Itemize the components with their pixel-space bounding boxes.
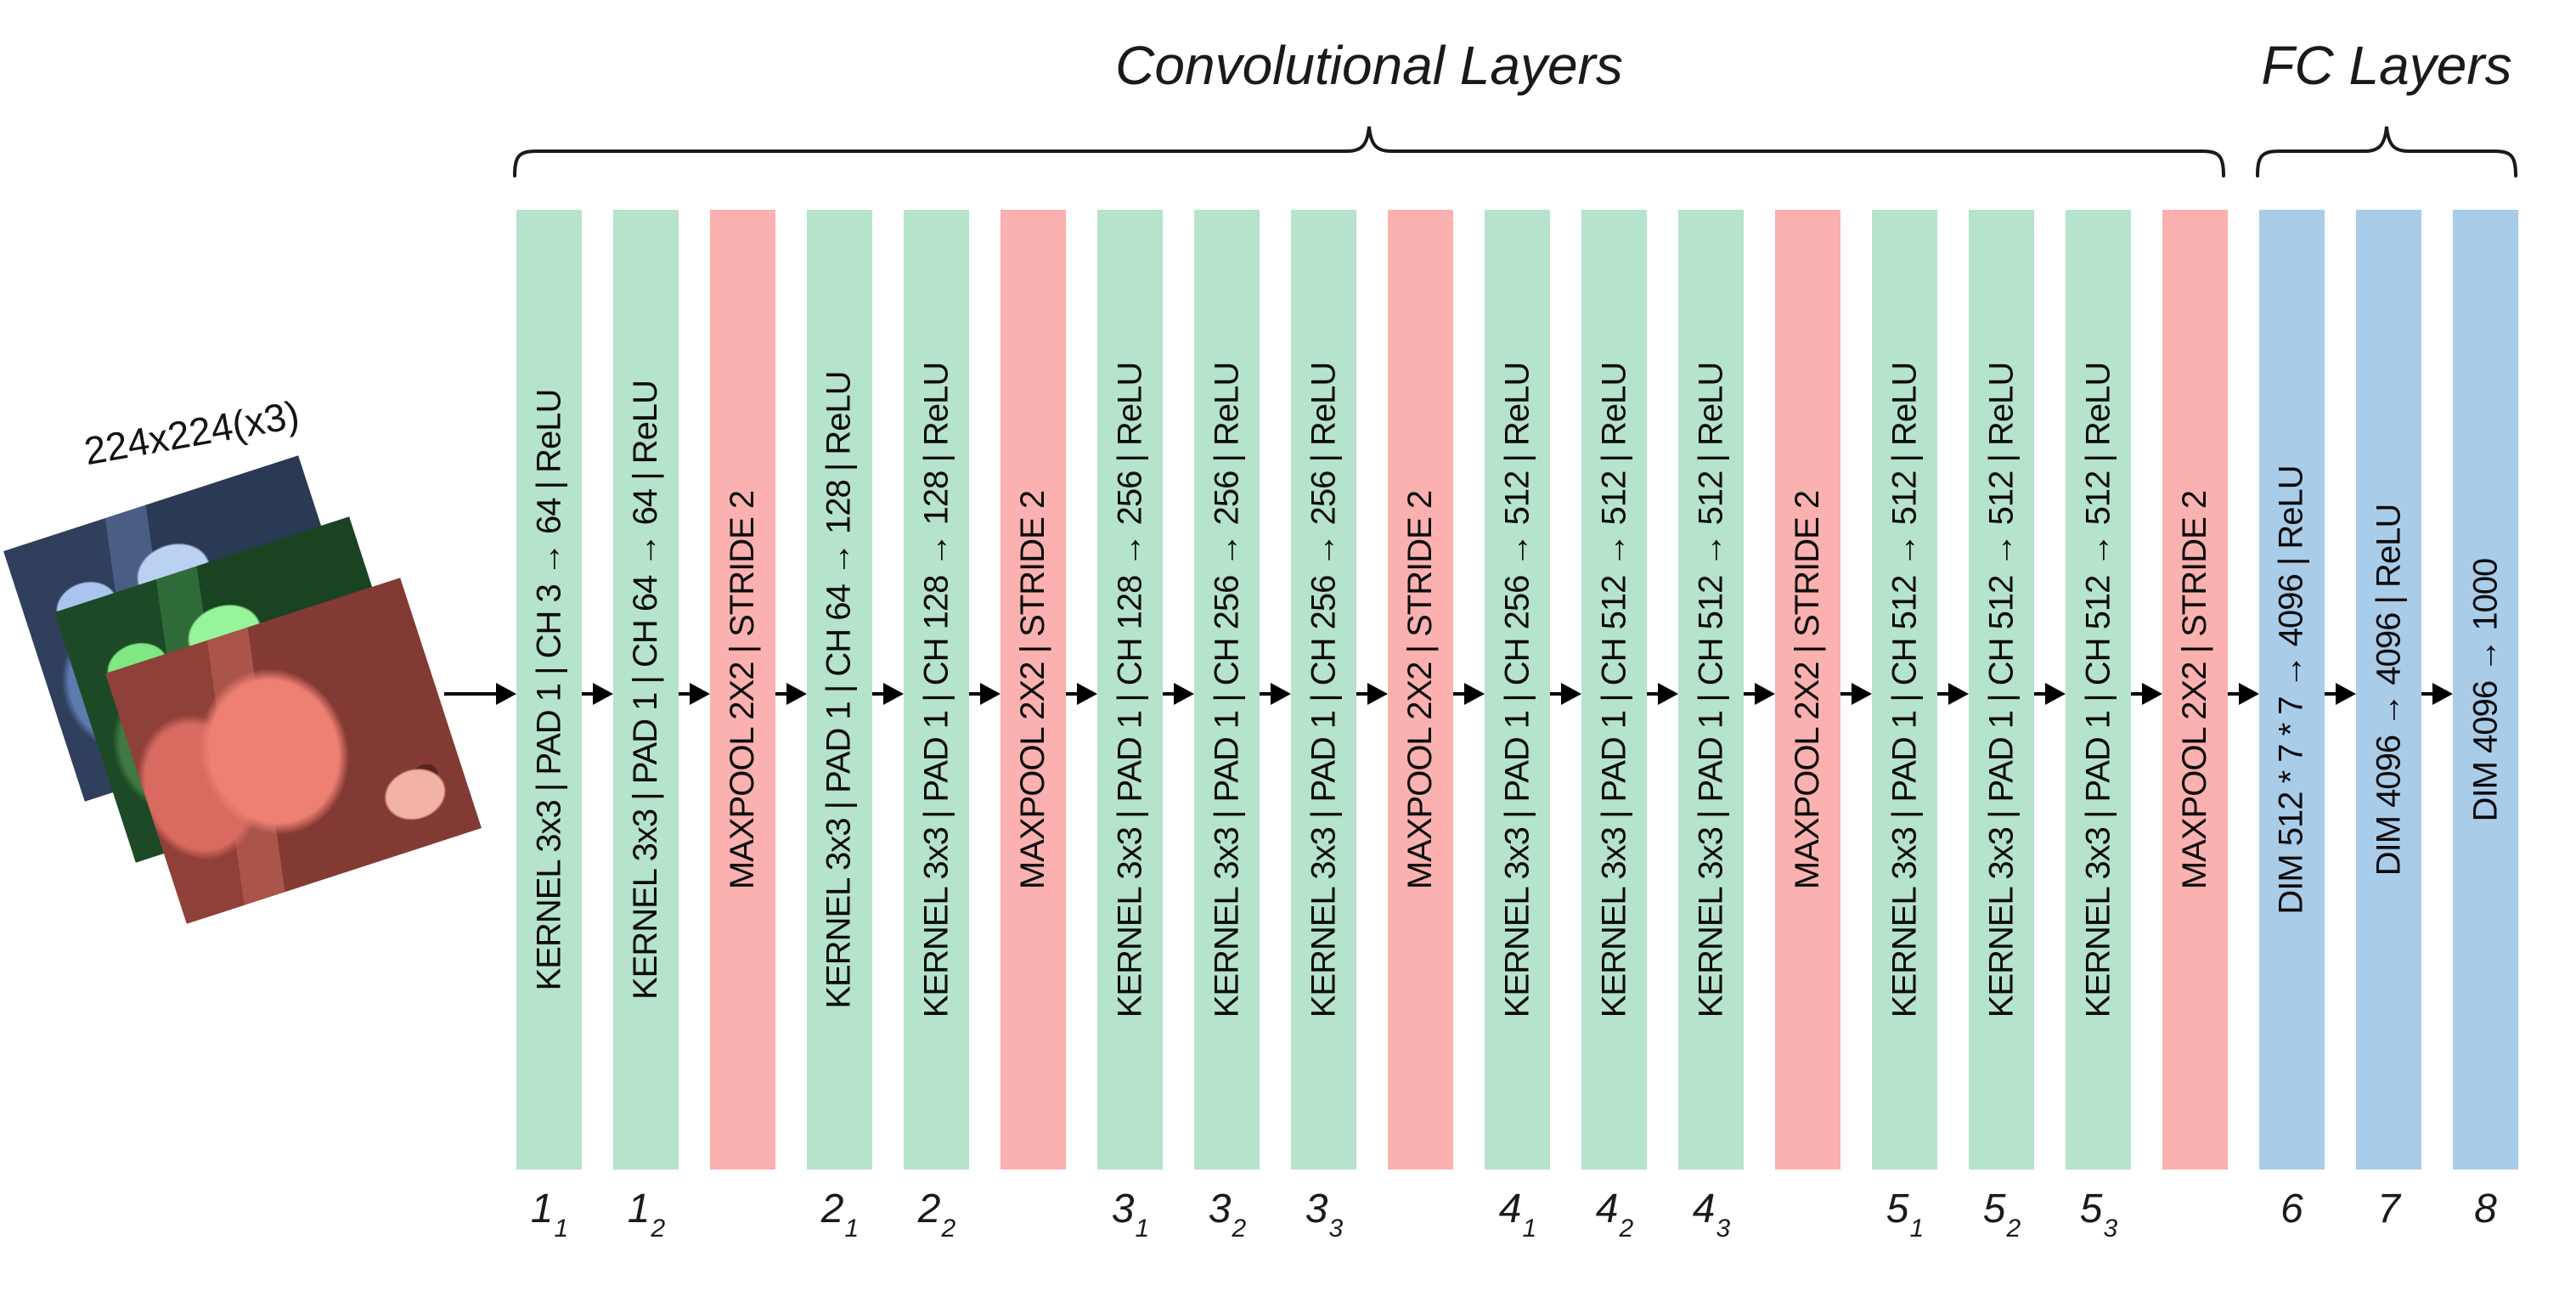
flow-arrow-head xyxy=(2045,683,2066,705)
layer-bar-text: KERNEL 3x3 | PAD 1 | CH 512 → 512 | ReLU xyxy=(1692,362,1729,1017)
flow-arrow-head xyxy=(1852,683,1872,705)
fc-layers-title: FC Layers xyxy=(2261,35,2512,96)
layer-bar-maxpool-17: MAXPOOL 2X2 | STRIDE 2 xyxy=(2162,210,2228,1170)
layer-bar-text: DIM 4096 → 1000 xyxy=(2466,558,2505,821)
layer-bar-text: KERNEL 3x3 | PAD 1 | CH 512 → 512 | ReLU xyxy=(1885,362,1923,1017)
layer-bar-text: MAXPOOL 2X2 | STRIDE 2 xyxy=(724,490,762,889)
flow-arrow-head xyxy=(883,683,904,705)
layer-bar-text: KERNEL 3x3 | PAD 1 | CH 256 → 256 | ReLU xyxy=(1208,362,1245,1017)
flow-arrow-head xyxy=(2142,683,2162,705)
layer-bar-8: DIM 4096 → 1000 xyxy=(2453,210,2518,1170)
layer-bar-text: MAXPOOL 2X2 | STRIDE 2 xyxy=(1014,490,1052,889)
layer-bar-text: KERNEL 3x3 | PAD 1 | CH 128 → 128 | ReLU xyxy=(917,362,955,1017)
flow-arrow-head xyxy=(1948,683,1969,705)
flow-arrow-head xyxy=(2432,683,2453,705)
flow-arrow-head xyxy=(1077,683,1097,705)
layer-bar-text: MAXPOOL 2X2 | STRIDE 2 xyxy=(1401,490,1440,889)
layer-bar-text: MAXPOOL 2X2 | STRIDE 2 xyxy=(1789,490,1827,889)
layer-bar-5-2: KERNEL 3x3 | PAD 1 | CH 512 → 512 | ReLU xyxy=(1969,210,2034,1170)
layer-bar-3-2: KERNEL 3x3 | PAD 1 | CH 256 → 256 | ReLU xyxy=(1194,210,1260,1170)
flow-arrow-head xyxy=(1561,683,1581,705)
layer-bar-4-3: KERNEL 3x3 | PAD 1 | CH 512 → 512 | ReLU xyxy=(1678,210,1744,1170)
layer-index-5-1: 51 xyxy=(1885,1186,1925,1243)
flow-arrow-head xyxy=(2336,683,2356,705)
layer-bar-text: KERNEL 3x3 | PAD 1 | CH 256 → 512 | ReLU xyxy=(1498,362,1536,1017)
layer-index-4-3: 43 xyxy=(1692,1186,1731,1243)
layer-bar-text: DIM 4096 → 4096 | ReLU xyxy=(2370,504,2408,876)
flow-arrow-head xyxy=(1755,683,1775,705)
layer-bar-text: KERNEL 3x3 | PAD 1 | CH 128 → 256 | ReLU xyxy=(1111,362,1148,1017)
layer-bar-3-3: KERNEL 3x3 | PAD 1 | CH 256 → 256 | ReLU xyxy=(1291,210,1356,1170)
flow-arrow-head xyxy=(1174,683,1194,705)
layer-index-8: 8 xyxy=(2474,1186,2497,1232)
flow-arrow-head xyxy=(980,683,1001,705)
layer-bar-1-1: KERNEL 3x3 | PAD 1 | CH 3 → 64 | ReLU xyxy=(516,210,582,1170)
layer-index-6: 6 xyxy=(2280,1186,2303,1232)
layer-index-5-2: 52 xyxy=(1982,1186,2021,1243)
flow-arrow-head xyxy=(593,683,613,705)
layer-bar-text: KERNEL 3x3 | PAD 1 | CH 3 → 64 | ReLU xyxy=(530,389,568,990)
layer-bar-4-2: KERNEL 3x3 | PAD 1 | CH 512 → 512 | ReLU xyxy=(1581,210,1647,1170)
layer-bar-2-1: KERNEL 3x3 | PAD 1 | CH 64 → 128 | ReLU xyxy=(807,210,872,1170)
flow-arrow-head xyxy=(1658,683,1678,705)
layer-bar-7: DIM 4096 → 4096 | ReLU xyxy=(2356,210,2421,1170)
layer-bar-6: DIM 512 * 7 * 7 → 4096 | ReLU xyxy=(2259,210,2325,1170)
fc-layers-brace xyxy=(2256,126,2517,178)
layer-index-3-1: 31 xyxy=(1111,1186,1150,1243)
layer-bar-text: KERNEL 3x3 | PAD 1 | CH 512 → 512 | ReLU xyxy=(2079,362,2117,1017)
layer-bar-maxpool-13: MAXPOOL 2X2 | STRIDE 2 xyxy=(1775,210,1840,1170)
layer-index-4-2: 42 xyxy=(1595,1186,1634,1243)
layer-index-2-2: 22 xyxy=(917,1186,956,1243)
layer-index-3-2: 32 xyxy=(1208,1186,1247,1243)
layer-bar-maxpool-2: MAXPOOL 2X2 | STRIDE 2 xyxy=(710,210,775,1170)
layer-index-1-1: 11 xyxy=(530,1186,569,1243)
layer-bar-maxpool-9: MAXPOOL 2X2 | STRIDE 2 xyxy=(1388,210,1453,1170)
layer-index-7: 7 xyxy=(2377,1186,2400,1232)
layer-bar-maxpool-5: MAXPOOL 2X2 | STRIDE 2 xyxy=(1001,210,1066,1170)
layer-bar-text: KERNEL 3x3 | PAD 1 | CH 512 → 512 | ReLU xyxy=(1982,362,2020,1017)
flow-arrows-layer xyxy=(444,683,2453,705)
layer-bar-text: KERNEL 3x3 | PAD 1 | CH 64 → 64 | ReLU xyxy=(627,380,664,1000)
layer-bar-5-3: KERNEL 3x3 | PAD 1 | CH 512 → 512 | ReLU xyxy=(2066,210,2131,1170)
layer-bar-text: KERNEL 3x3 | PAD 1 | CH 512 → 512 | ReLU xyxy=(1595,362,1632,1017)
flow-arrow-head xyxy=(1367,683,1388,705)
layer-index-5-3: 53 xyxy=(2079,1186,2118,1243)
flow-arrow-head xyxy=(786,683,807,705)
flow-arrow-head xyxy=(690,683,710,705)
layer-bar-1-2: KERNEL 3x3 | PAD 1 | CH 64 → 64 | ReLU xyxy=(613,210,679,1170)
layer-bar-text: MAXPOOL 2X2 | STRIDE 2 xyxy=(2176,490,2214,889)
layer-index-3-3: 33 xyxy=(1305,1186,1344,1243)
layer-bar-5-1: KERNEL 3x3 | PAD 1 | CH 512 → 512 | ReLU xyxy=(1872,210,1937,1170)
flow-arrow-head xyxy=(1464,683,1485,705)
conv-layers-brace xyxy=(513,126,2225,178)
layer-bar-3-1: KERNEL 3x3 | PAD 1 | CH 128 → 256 | ReLU xyxy=(1097,210,1163,1170)
layer-bar-4-1: KERNEL 3x3 | PAD 1 | CH 256 → 512 | ReLU xyxy=(1485,210,1550,1170)
flow-arrow-head xyxy=(2239,683,2259,705)
layer-index-4-1: 41 xyxy=(1498,1186,1537,1243)
layer-bar-text: KERNEL 3x3 | PAD 1 | CH 256 → 256 | ReLU xyxy=(1305,362,1342,1017)
conv-layers-title: Convolutional Layers xyxy=(1115,35,1623,96)
layer-index-2-1: 21 xyxy=(820,1186,860,1243)
layer-bar-text: KERNEL 3x3 | PAD 1 | CH 64 → 128 | ReLU xyxy=(820,370,858,1009)
layer-bar-2-2: KERNEL 3x3 | PAD 1 | CH 128 → 128 | ReLU xyxy=(904,210,969,1170)
layer-index-1-2: 12 xyxy=(627,1186,666,1243)
flow-arrow-head xyxy=(1271,683,1291,705)
flow-arrow-head xyxy=(496,683,516,705)
layer-bar-text: DIM 512 * 7 * 7 → 4096 | ReLU xyxy=(2273,465,2310,915)
